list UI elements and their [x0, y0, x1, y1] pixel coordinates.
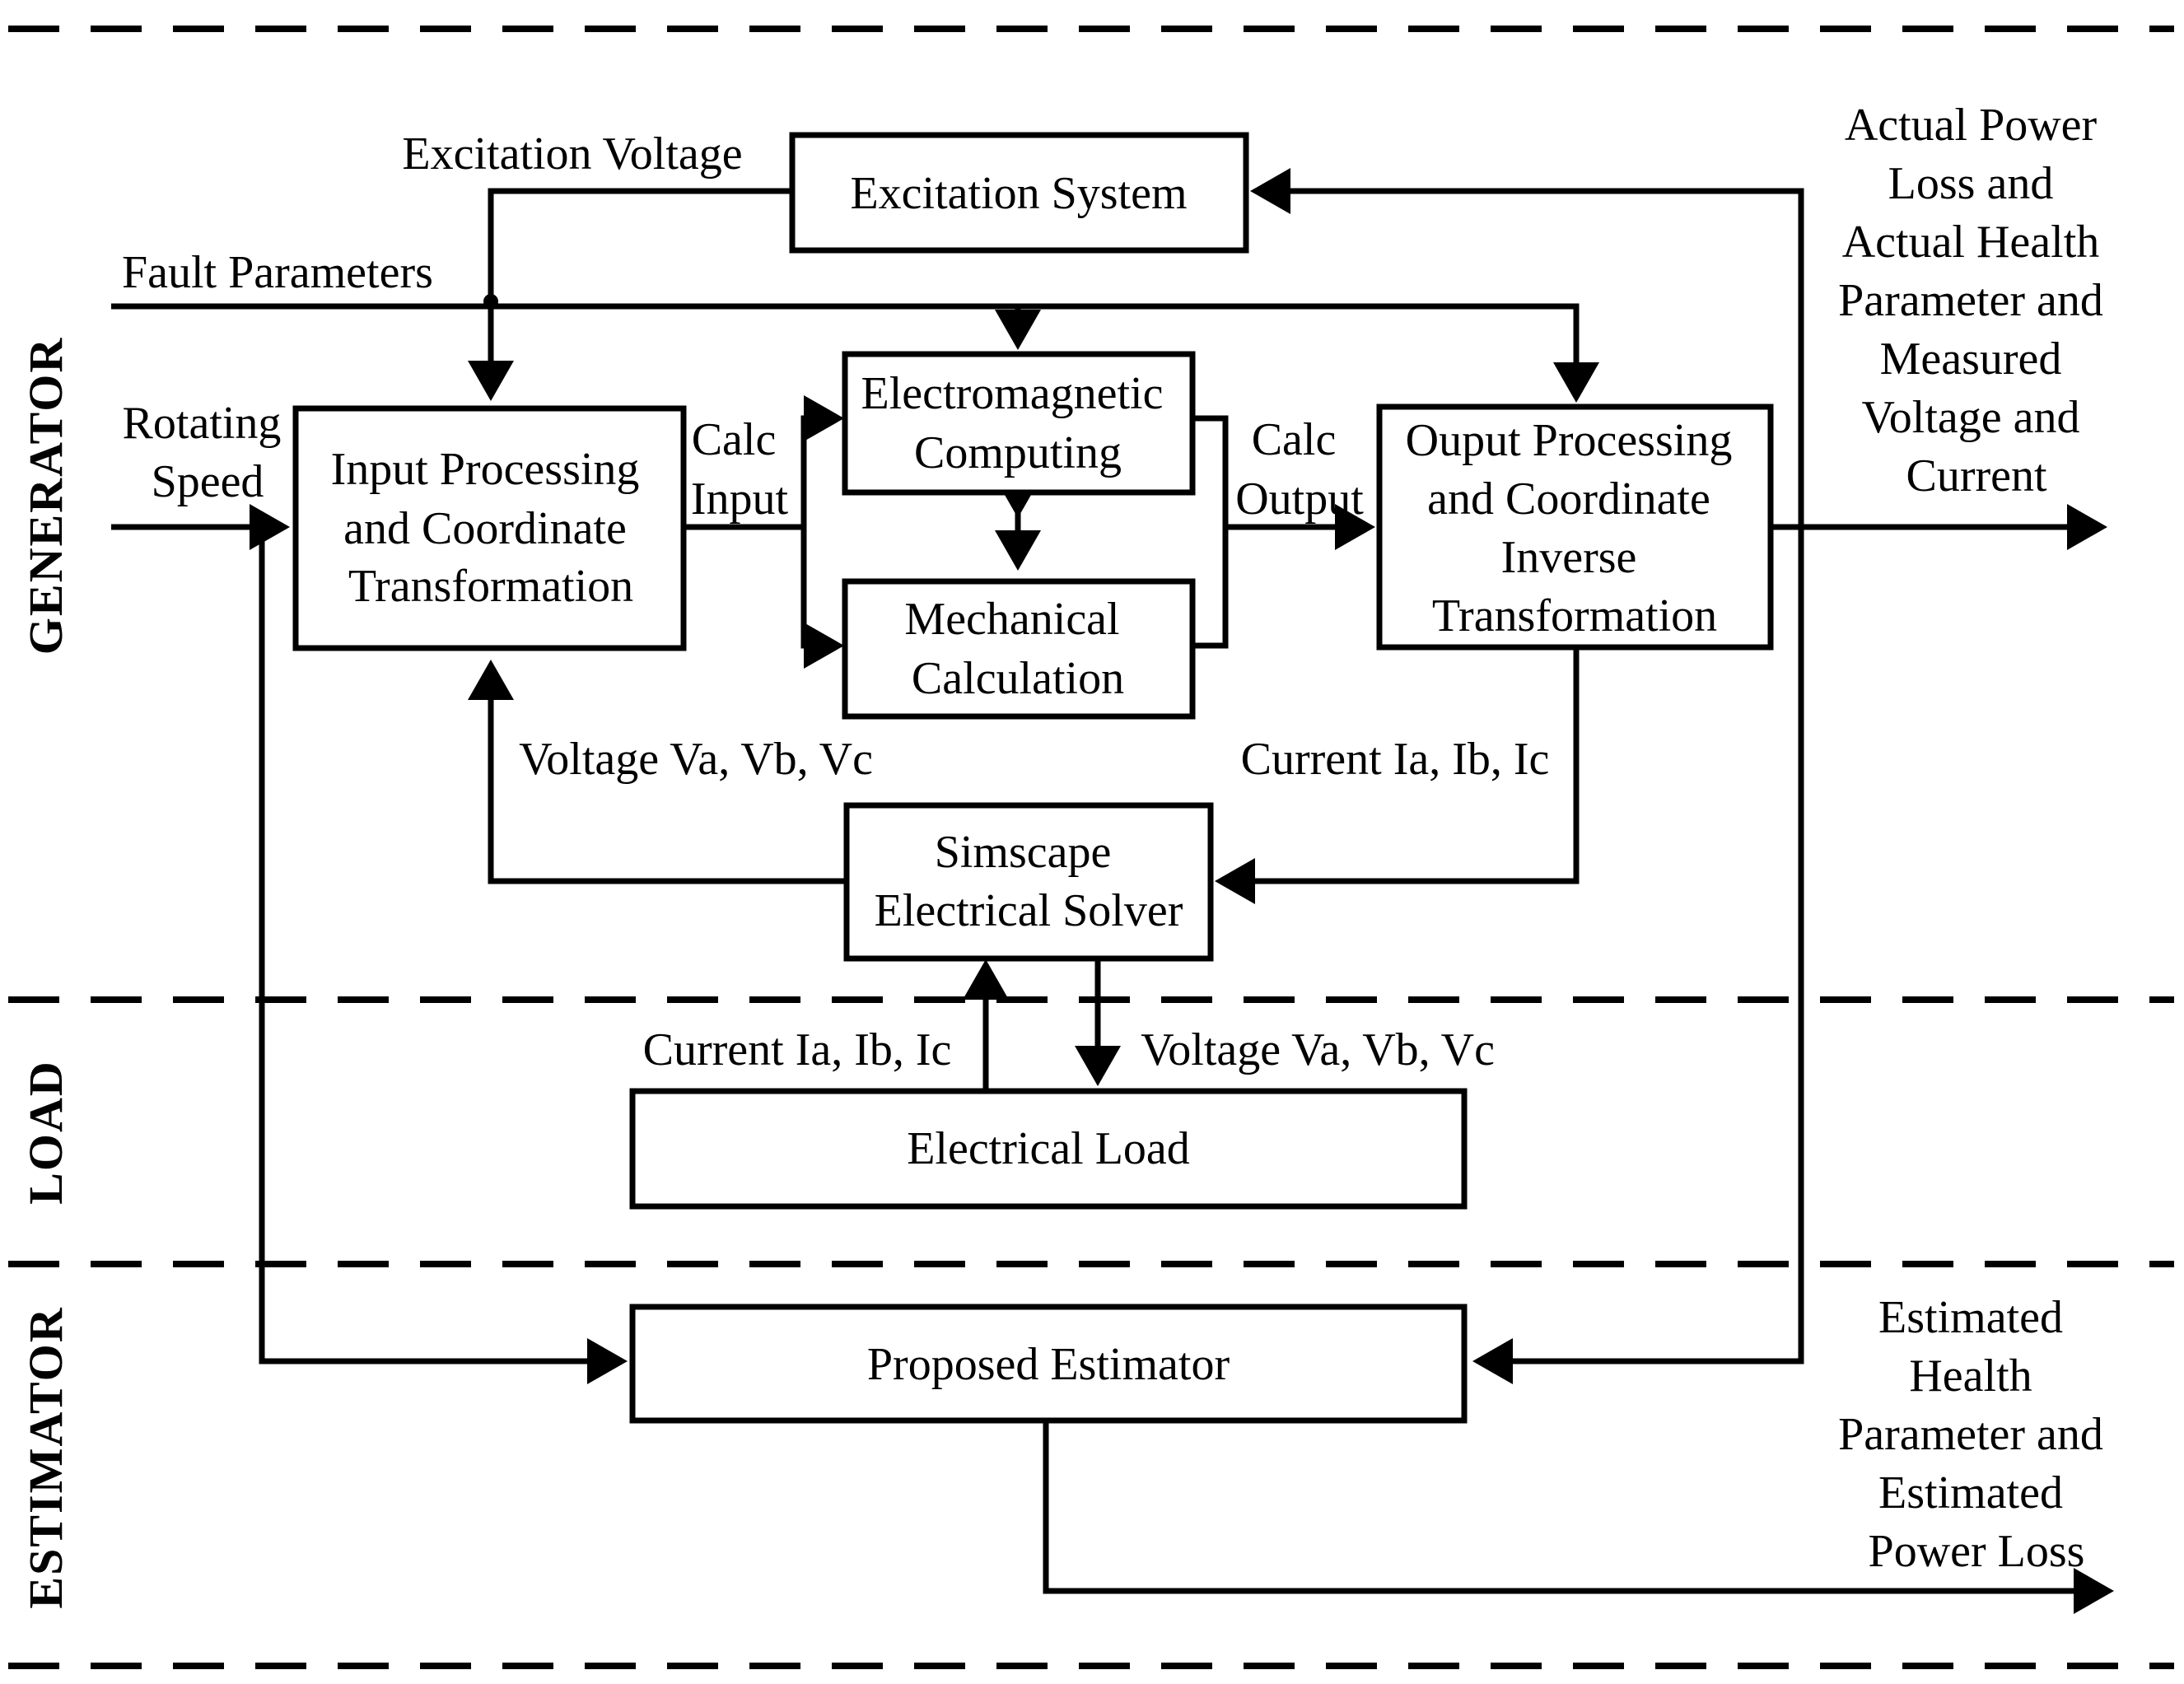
mechanical-calculation-block[interactable]: Mechanical Calculation [842, 578, 1196, 720]
generator-voltage-label: Voltage Va, Vb, Vc [519, 734, 873, 785]
excitation-system-label: Excitation System [850, 168, 1187, 219]
calc-input-to-electromagnetic-wire [800, 395, 844, 527]
load-voltage-label: Voltage Va, Vb, Vc [1141, 1024, 1495, 1075]
calc-input-label: Calc Input [691, 414, 789, 525]
generator-current-label: Current Ia, Ib, Ic [1241, 734, 1550, 785]
simscape-electrical-solver-label: Simscape Electrical Solver [875, 827, 1183, 936]
fault-parameters-label: Fault Parameters [122, 247, 433, 298]
simscape-electrical-solver-block[interactable]: Simscape Electrical Solver [843, 802, 1214, 962]
proposed-estimator-block[interactable]: Proposed Estimator [629, 1304, 1468, 1424]
rotating-speed-label: Rotating Speed [123, 398, 293, 507]
input-processing-block[interactable]: Input Processing and Coordinate Transfor… [292, 405, 687, 651]
output-processing-label: Ouput Processing and Coordinate Inverse … [1406, 415, 1744, 641]
excitation-voltage-wire [468, 188, 792, 401]
feedback-to-excitation-wire [1250, 168, 1804, 527]
calc-output-label: Calc Output [1235, 414, 1364, 525]
section-label-estimator: ESTIMATOR [19, 1306, 72, 1608]
actual-outputs-label: Actual Power Loss and Actual Health Para… [1838, 100, 2115, 501]
speed-to-estimator-wire [259, 527, 628, 1384]
generator-current-wire [1215, 649, 1580, 904]
fault-parameters-wire [111, 303, 1599, 403]
fault-junction-dot [483, 294, 498, 309]
output-processing-block[interactable]: Ouput Processing and Coordinate Inverse … [1376, 404, 1774, 651]
section-label-generator: GENERATOR [19, 337, 72, 655]
electrical-load-label: Electrical Load [907, 1123, 1190, 1174]
excitation-voltage-label: Excitation Voltage [402, 128, 742, 180]
electrical-load-block[interactable]: Electrical Load [629, 1088, 1468, 1210]
estimator-output-wire [1043, 1415, 2114, 1614]
estimated-outputs-label: Estimated Health Parameter and Estimated… [1838, 1292, 2115, 1577]
generator-voltage-wire [468, 660, 847, 884]
electromagnetic-computing-label: Electromagnetic Computing [861, 368, 1175, 478]
proposed-estimator-label: Proposed Estimator [867, 1339, 1230, 1390]
calc-output-merge-wire [1192, 415, 1229, 649]
excitation-system-block[interactable]: Excitation System [789, 132, 1249, 254]
input-processing-label: Input Processing and Coordinate Transfor… [331, 444, 651, 612]
load-current-label: Current Ia, Ib, Ic [643, 1024, 952, 1075]
electromagnetic-computing-block[interactable]: Electromagnetic Computing [842, 351, 1196, 496]
section-label-load: LOAD [19, 1060, 72, 1205]
feedback-to-estimator-wire [1472, 527, 1804, 1384]
calc-input-to-mechanical-wire [800, 527, 844, 669]
mechanical-calculation-label: Mechanical Calculation [904, 594, 1131, 704]
